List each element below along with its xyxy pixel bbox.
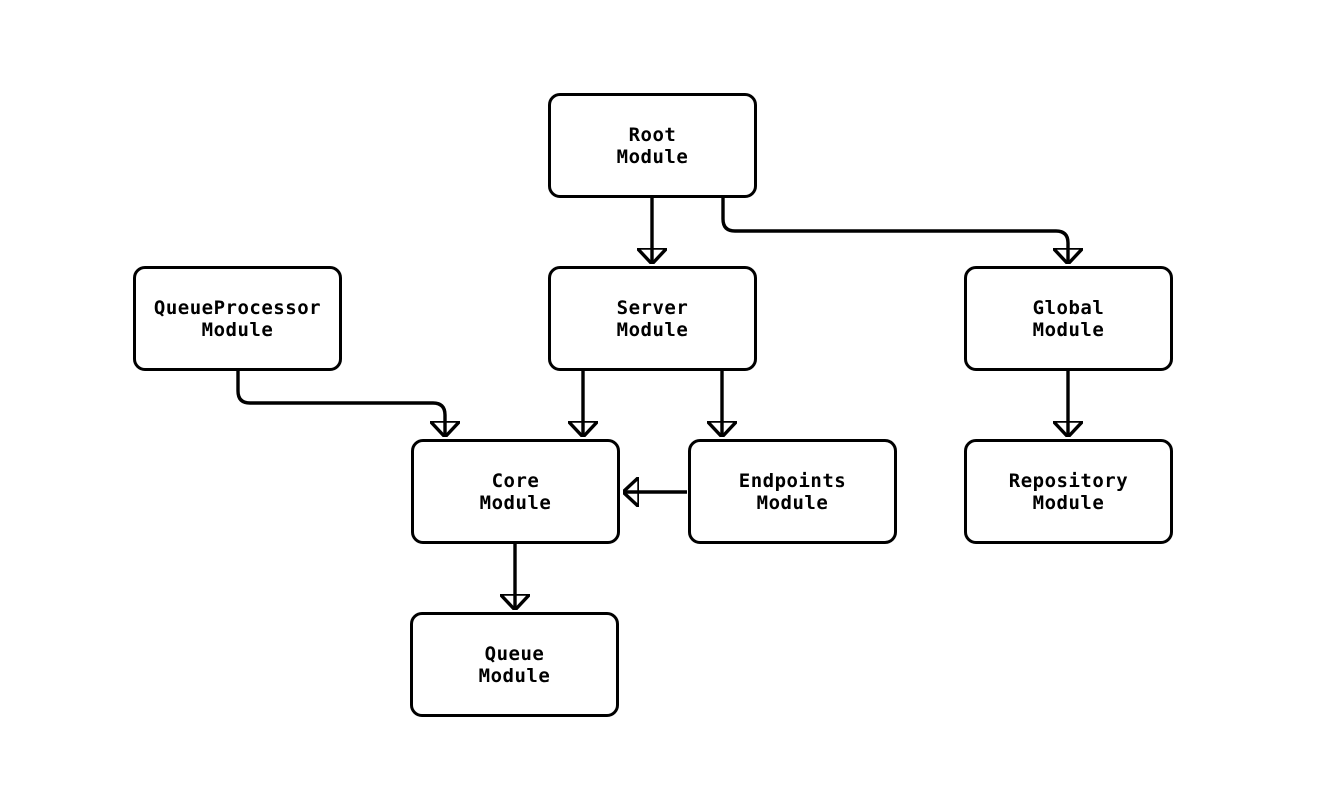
node-label-line2: Module bbox=[479, 491, 552, 514]
node-label-line1: Global bbox=[1032, 296, 1105, 319]
node-global-module: Global Module bbox=[964, 266, 1173, 371]
node-label-line2: Module bbox=[1032, 491, 1105, 514]
node-label-line2: Module bbox=[478, 664, 551, 687]
edge-root-to-global bbox=[721, 198, 1068, 263]
node-queue-module: Queue Module bbox=[410, 612, 619, 717]
node-root-module: Root Module bbox=[548, 93, 757, 198]
node-label-line1: Core bbox=[491, 469, 540, 492]
node-label-line1: QueueProcessor bbox=[153, 296, 322, 319]
node-repository-module: Repository Module bbox=[964, 439, 1173, 544]
node-label-line2: Module bbox=[756, 491, 829, 514]
node-server-module: Server Module bbox=[548, 266, 757, 371]
node-label-line1: Root bbox=[628, 123, 677, 146]
node-core-module: Core Module bbox=[411, 439, 620, 544]
node-label-line2: Module bbox=[616, 318, 689, 341]
node-label-line2: Module bbox=[1032, 318, 1105, 341]
node-label-line2: Module bbox=[201, 318, 274, 341]
edge-queueprocessor-to-core bbox=[236, 371, 445, 436]
node-label-line1: Endpoints bbox=[738, 469, 847, 492]
node-label-line2: Module bbox=[616, 145, 689, 168]
node-queueprocessor-module: QueueProcessor Module bbox=[133, 266, 342, 371]
node-label-line1: Server bbox=[616, 296, 689, 319]
node-endpoints-module: Endpoints Module bbox=[688, 439, 897, 544]
node-label-line1: Repository bbox=[1008, 469, 1129, 492]
node-label-line1: Queue bbox=[484, 642, 545, 665]
